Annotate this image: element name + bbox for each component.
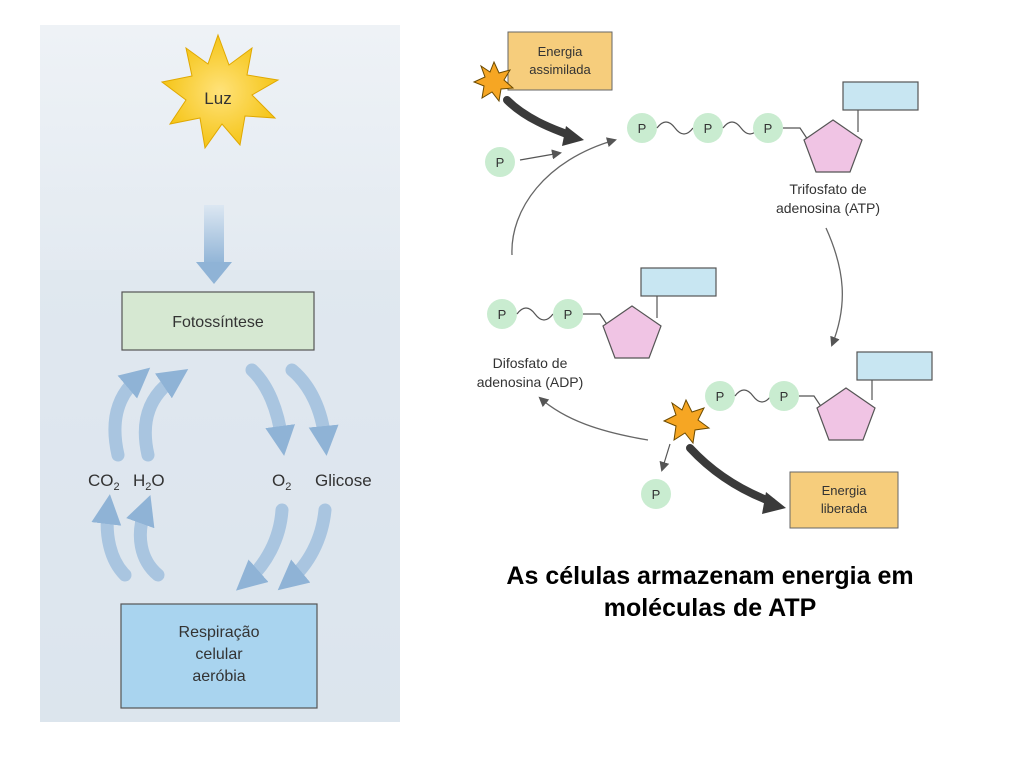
fotossintese-box xyxy=(121,291,315,351)
phosphate-release-arrow xyxy=(659,443,671,472)
respiracao-line-2: celular xyxy=(195,646,243,663)
adp-label-line-1: Difosfato de xyxy=(493,355,568,371)
sun-icon xyxy=(160,33,280,150)
free-phosphate-bottom-label: P xyxy=(652,487,661,502)
free-phosphate-top-label: P xyxy=(496,155,505,170)
light-arrow xyxy=(196,205,232,284)
cycle-arrow-down xyxy=(825,227,843,347)
cycle-arrow-left xyxy=(538,396,649,441)
energy-assimilated-box xyxy=(507,31,613,91)
atp-label-line-2: adenosina (ATP) xyxy=(776,200,880,216)
energy-output-arrow xyxy=(686,444,776,506)
glicose-label: Glicose xyxy=(315,471,372,490)
energy-assimilated-line-2: assimilada xyxy=(529,62,591,77)
atp-breaking-phosphate-2: P xyxy=(780,389,789,404)
cycle-arrow-up xyxy=(511,137,617,256)
adp-label-line-2: adenosina (ADP) xyxy=(477,374,584,390)
atp-breaking-phosphate-1: P xyxy=(716,389,725,404)
atp-phosphate-1: P xyxy=(638,121,647,136)
free-phosphate-top xyxy=(485,147,515,177)
fotossintese-label: Fotossíntese xyxy=(172,314,264,331)
flow-arrows-up xyxy=(91,367,189,582)
energy-assimilated-line-1: Energia xyxy=(538,44,584,59)
adp-phosphate-1: P xyxy=(498,307,507,322)
atp-label-line-1: Trifosfato de xyxy=(789,181,867,197)
atp-breaking-molecule xyxy=(705,351,933,441)
co2-label: CO2 xyxy=(88,471,120,493)
energy-burst-icon xyxy=(472,60,515,103)
atp-phosphate-3: P xyxy=(764,121,773,136)
h2o-label: H2O xyxy=(133,471,165,493)
free-phosphate-bottom xyxy=(641,479,671,509)
atp-molecule xyxy=(627,81,919,173)
caption-line-1: As células armazenam energia em xyxy=(506,562,914,590)
energy-released-line-2: liberada xyxy=(821,501,868,516)
energy-input-arrow xyxy=(503,96,576,140)
o2-label: O2 xyxy=(272,471,291,493)
flow-arrows-down xyxy=(236,363,339,591)
caption: As células armazenam energia em molécula… xyxy=(450,560,970,624)
sun-label: Luz xyxy=(204,89,231,108)
caption-line-2: moléculas de ATP xyxy=(603,594,817,622)
energy-input-arrowhead xyxy=(562,126,584,146)
adp-phosphate-2: P xyxy=(564,307,573,322)
atp-phosphate-2: P xyxy=(704,121,713,136)
respiracao-line-3: aeróbia xyxy=(192,668,245,685)
respiracao-box xyxy=(120,603,318,709)
adp-molecule xyxy=(487,267,717,359)
respiracao-line-1: Respiração xyxy=(179,624,260,641)
phosphate-input-arrow xyxy=(519,149,562,161)
energy-released-line-1: Energia xyxy=(822,483,868,498)
energy-output-arrowhead xyxy=(762,492,786,514)
energy-release-burst-icon xyxy=(662,398,711,445)
energy-released-box xyxy=(789,471,899,529)
